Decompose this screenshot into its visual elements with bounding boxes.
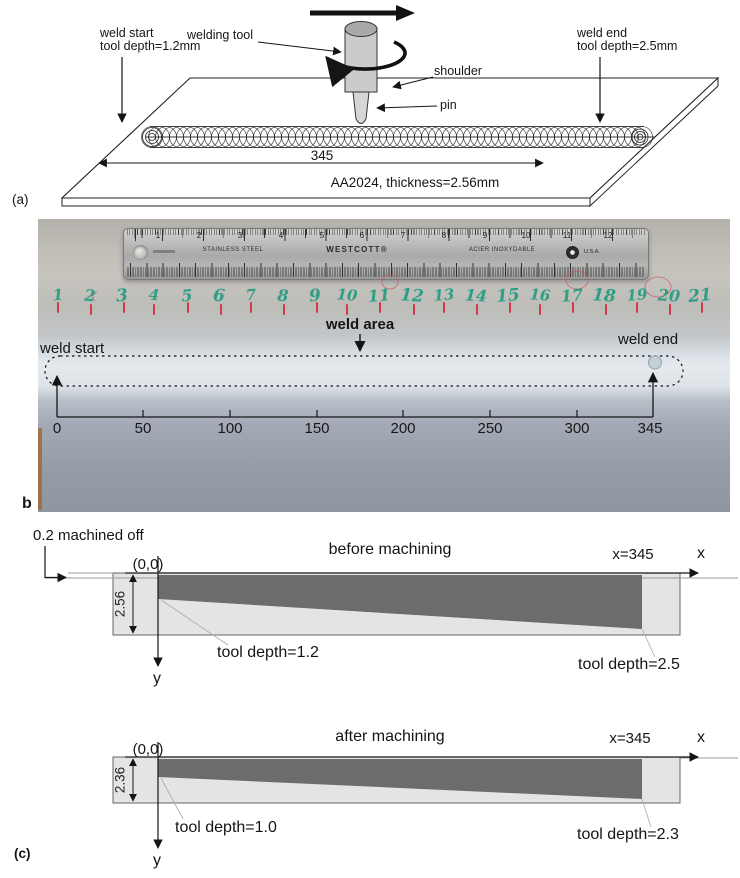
rotation-arrow [325,40,407,88]
travel-direction-arrow [310,5,415,21]
before-machining-drawing [44,546,738,667]
x345-label-after: x=345 [609,730,651,747]
welding-tool-label: welding tool [187,28,254,42]
photo-plate-edge [38,428,42,510]
tool-depth-right-leader-before [641,628,656,658]
panel-c-tag: (c) [14,846,31,861]
tool-depth-right-leader-after [641,798,652,828]
after-machining-drawing [112,742,738,849]
weld-end-label-a: weld end [577,26,628,40]
panel-b-tag: b [22,495,32,512]
plate-3d-sketch [60,76,720,208]
tool-depth-right-before: tool depth=2.5 [578,656,680,673]
ruler-model-number [153,250,175,253]
ruler-inch-ticks [127,229,645,241]
tool-depth-right-after: tool depth=2.3 [577,826,679,843]
weld-length-value: 345 [310,148,334,163]
x-axis-label-after: x [697,729,705,746]
welding-tool-drawing [344,21,378,124]
thickness-value-after: 2.36 [112,766,128,794]
weld-start-label-a: weld start [100,26,154,40]
ruler-cm-ticks [127,263,645,277]
tool-pin-shape [352,91,370,124]
plate-cross-section-before [112,572,681,636]
weld-nugget-before [158,575,642,629]
pin-label: pin [440,98,457,112]
x-axis-label-before: x [697,545,705,562]
origin-label-before: (0,0) [132,556,164,573]
pin-leader [376,103,438,113]
weld-end-depth-label: tool depth=2.5mm [577,39,678,53]
y-axis-label-before: y [153,670,161,687]
after-machining-title: after machining [335,728,445,745]
westcott-logo-icon [566,246,579,259]
tool-depth-left-leader-before [160,599,229,646]
tool-depth-left-after: tool depth=1.0 [175,819,277,836]
machined-off-arrow [44,546,67,583]
welding-tool-leader [257,41,342,56]
steel-ruler [123,228,649,280]
tool-depth-left-leader-after [160,777,184,820]
shoulder-label: shoulder [434,64,482,78]
x345-label-before: x=345 [612,546,654,563]
material-label: AA2024, thickness=2.56mm [330,175,500,190]
weld-start-depth-label: tool depth=1.2mm [100,39,201,53]
before-machining-title: before machining [328,541,452,558]
tool-depth-left-before: tool depth=1.2 [217,644,319,661]
shoulder-leader [392,76,434,90]
plate-cross-section-after [112,756,681,804]
y-axis-label-after: y [153,852,161,869]
panel-a-tag: (a) [12,192,29,207]
weld-nugget-after [158,759,642,799]
tool-top-face [344,21,378,37]
machined-off-label: 0.2 machined off [33,527,144,544]
ruler-hole [133,245,148,260]
thickness-value-before: 2.56 [112,590,128,618]
weld-seam-coil [141,126,653,148]
origin-label-after: (0,0) [132,741,164,758]
